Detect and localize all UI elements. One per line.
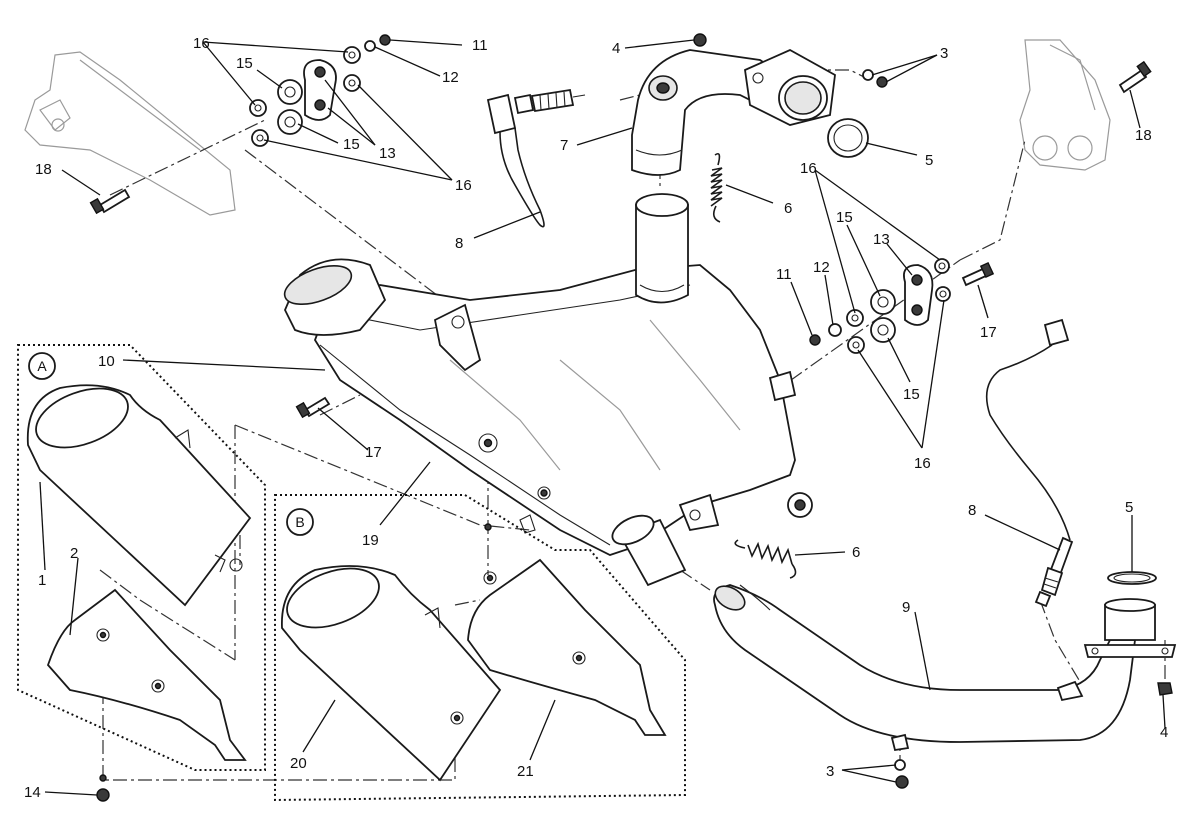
callout-20: 20 bbox=[290, 755, 307, 772]
grommet-center bbox=[787, 492, 813, 518]
callout-2: 2 bbox=[70, 545, 78, 562]
exhaust-downpipe bbox=[713, 584, 1177, 752]
callout-15: 15 bbox=[836, 209, 853, 226]
nut-4-right bbox=[1157, 682, 1173, 696]
nuts-3-top bbox=[862, 69, 888, 88]
oxygen-sensor-right bbox=[985, 318, 1074, 608]
spring-upper bbox=[710, 152, 723, 223]
heat-shield-cover-21 bbox=[467, 523, 667, 736]
callout-8: 8 bbox=[968, 502, 976, 519]
callout-10: 10 bbox=[98, 353, 115, 370]
callout-labels: 16 15 11 12 15 13 16 18 4 7 8 6 3 5 18 1… bbox=[24, 35, 1168, 801]
callout-3: 3 bbox=[940, 45, 948, 62]
heat-shield-20 bbox=[281, 565, 502, 782]
callout-1: 1 bbox=[38, 572, 46, 589]
callout-6: 6 bbox=[852, 544, 860, 561]
group-b-boundary: B bbox=[274, 494, 686, 802]
gasket-ring-upper bbox=[827, 118, 869, 158]
callout-16: 16 bbox=[193, 35, 210, 52]
callout-21: 21 bbox=[517, 763, 534, 780]
bolt-17-left bbox=[295, 396, 331, 419]
group-a-label: A bbox=[37, 358, 47, 374]
oxygen-sensor-upper bbox=[486, 88, 586, 228]
callout-11: 11 bbox=[776, 266, 792, 283]
muffler-body bbox=[283, 193, 797, 587]
callout-3: 3 bbox=[826, 763, 834, 780]
nuts-3-bottom bbox=[894, 759, 909, 789]
callout-16: 16 bbox=[800, 160, 817, 177]
callout-18: 18 bbox=[1135, 127, 1152, 144]
hardware-top-left bbox=[249, 34, 391, 147]
callout-4: 4 bbox=[1160, 724, 1168, 741]
heat-shield-1 bbox=[26, 384, 252, 607]
callout-16: 16 bbox=[914, 455, 931, 472]
group-b-label: B bbox=[295, 514, 304, 530]
callout-11: 11 bbox=[472, 37, 488, 54]
callout-12: 12 bbox=[813, 259, 830, 276]
heat-shield-cover-2 bbox=[46, 588, 247, 761]
callout-15: 15 bbox=[236, 55, 253, 72]
callout-4: 4 bbox=[612, 40, 620, 57]
nut-4-top bbox=[693, 33, 707, 47]
callout-15: 15 bbox=[903, 386, 920, 403]
frame-bracket-left bbox=[24, 51, 236, 216]
callout-13: 13 bbox=[379, 145, 396, 162]
leader-lines bbox=[39, 39, 1166, 796]
bolt-17-right bbox=[961, 261, 995, 287]
bolt-18-right bbox=[1118, 60, 1152, 94]
callout-17: 17 bbox=[365, 444, 382, 461]
callout-6: 6 bbox=[784, 200, 792, 217]
callout-14: 14 bbox=[24, 784, 41, 801]
callout-8: 8 bbox=[455, 235, 463, 252]
spring-lower bbox=[734, 539, 797, 579]
hardware-right bbox=[809, 258, 951, 354]
callout-5: 5 bbox=[1125, 499, 1133, 516]
frame-bracket-right bbox=[1019, 39, 1111, 171]
callout-18: 18 bbox=[35, 161, 52, 178]
callout-5: 5 bbox=[925, 152, 933, 169]
callout-9: 9 bbox=[902, 599, 910, 616]
gasket-ring-lower bbox=[1107, 571, 1157, 585]
callout-13: 13 bbox=[873, 231, 890, 248]
callout-12: 12 bbox=[442, 69, 459, 86]
callout-16: 16 bbox=[455, 177, 472, 194]
bolt-18-left bbox=[89, 188, 131, 215]
elbow-pipe bbox=[631, 48, 836, 176]
screw-14 bbox=[96, 774, 110, 802]
callout-19: 19 bbox=[362, 532, 379, 549]
callout-7: 7 bbox=[560, 137, 568, 154]
callout-15: 15 bbox=[343, 136, 360, 153]
callout-17: 17 bbox=[980, 324, 997, 341]
group-a-boundary: A bbox=[17, 344, 266, 771]
